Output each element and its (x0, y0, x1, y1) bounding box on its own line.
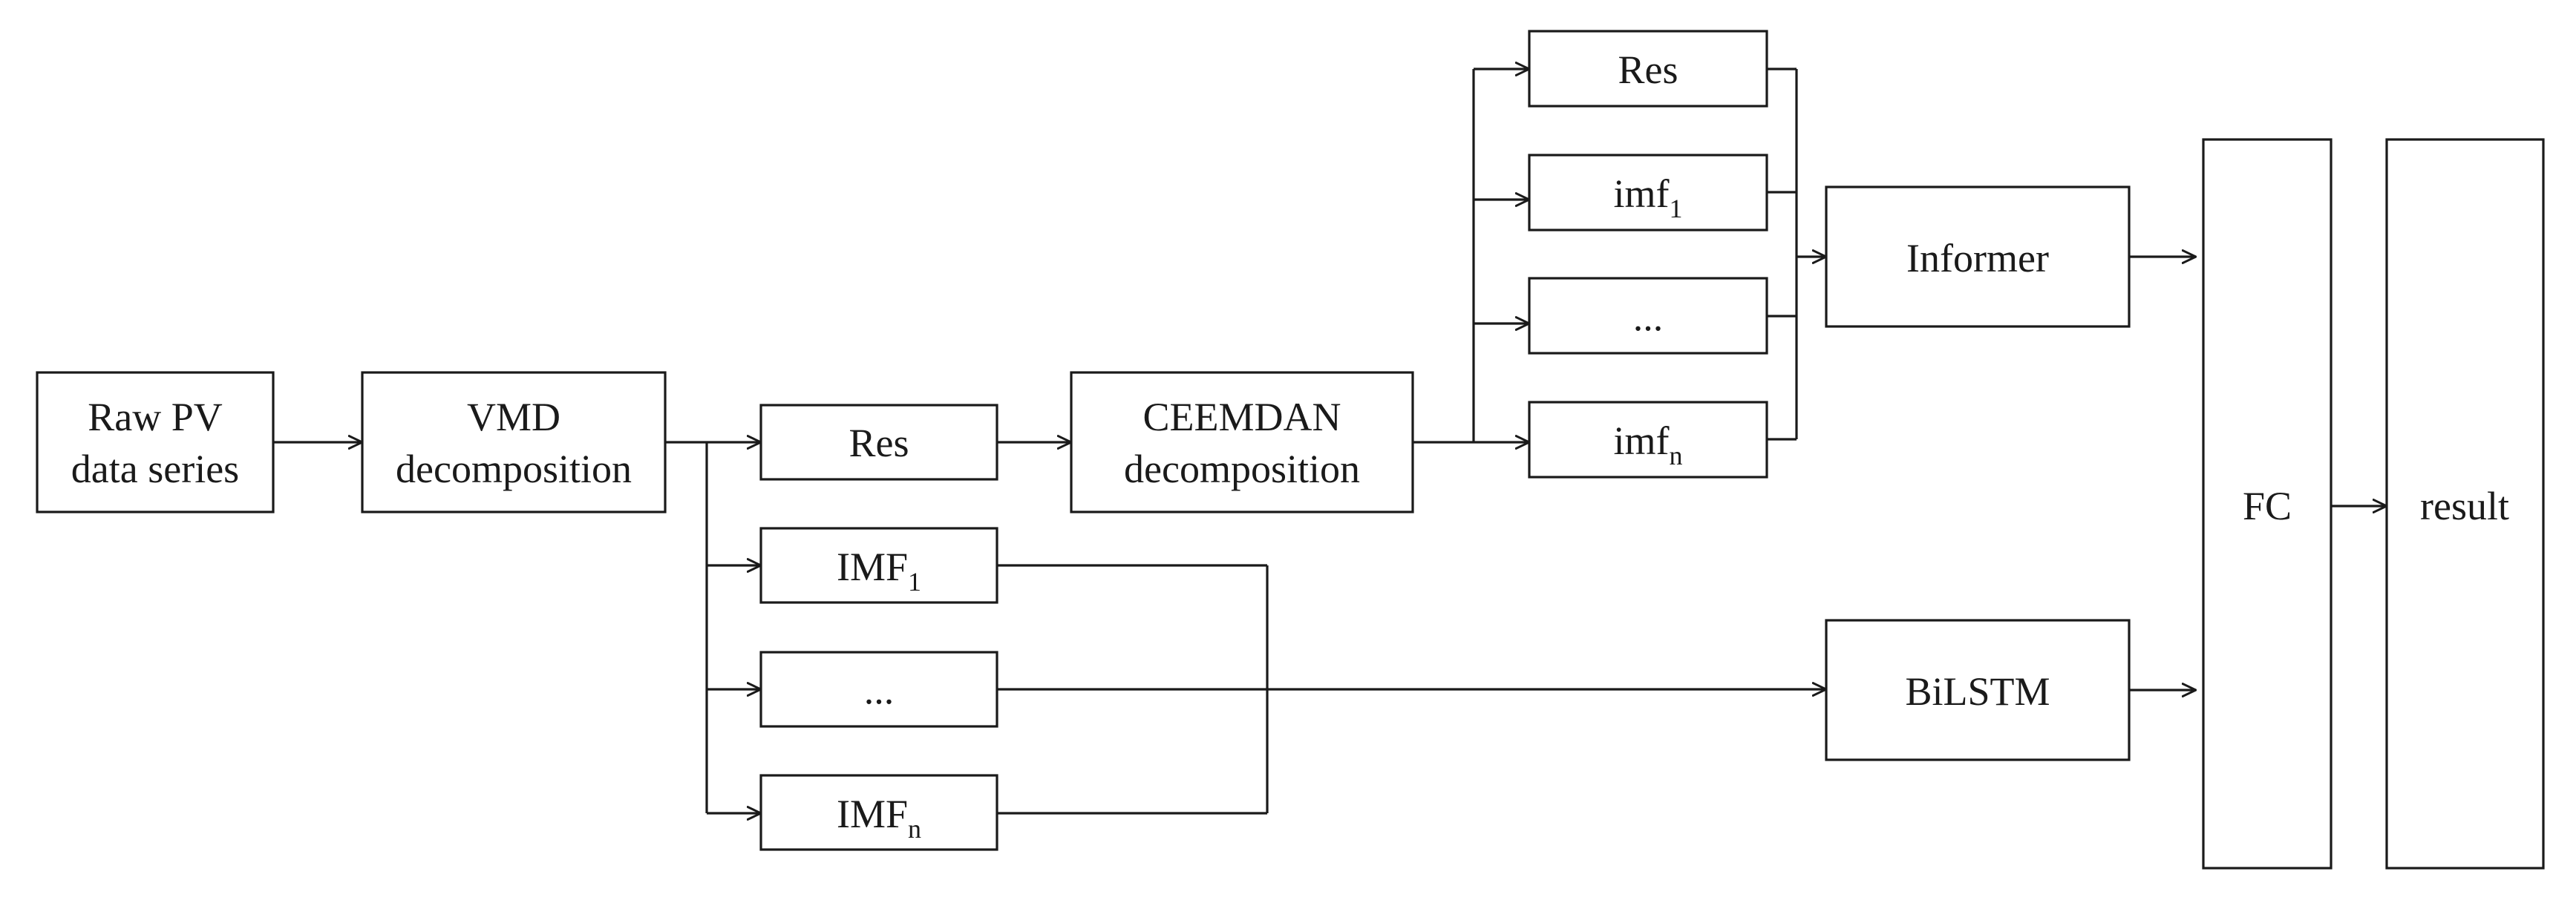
imf-1-label: IMF1 (837, 545, 921, 597)
fc-node: FC (2202, 138, 2333, 870)
ceemdan-line2: decomposition (1124, 447, 1360, 491)
ceemdan-res-box (1528, 30, 1768, 108)
imf-lower-n-node: imfn (1528, 401, 1768, 479)
imf-lower-1-text: imf (1614, 171, 1670, 216)
imf-lower-dots-box (1528, 277, 1768, 355)
imf-lower-n-box (1528, 401, 1768, 479)
imf-n-node: IMFn (759, 774, 998, 851)
imf-lower-n-subscript: n (1670, 441, 1683, 470)
bilstm-box (1825, 619, 2131, 761)
result-label: result (2420, 484, 2509, 528)
bilstm-label: BiLSTM (1905, 669, 2050, 714)
imf-n-box (759, 774, 998, 851)
imf-lower-1-node: imf1 (1528, 154, 1768, 232)
fc-label: FC (2243, 484, 2292, 528)
vmd-decomposition-node: VMD decomposition (361, 371, 667, 513)
vmd-decomposition-box (361, 371, 667, 513)
ceemdan-output-bus (1413, 69, 1475, 444)
imf-n-subscript: n (908, 814, 921, 844)
fc-box (2202, 138, 2333, 870)
result-box (2385, 138, 2545, 870)
imf-1-node: IMF1 (759, 527, 998, 604)
bilstm-node: BiLSTM (1825, 619, 2131, 761)
informer-input-bus (1767, 68, 1798, 441)
vmd-line2: decomposition (396, 447, 632, 491)
result-node: result (2385, 138, 2545, 870)
imf-1-text: IMF (837, 545, 908, 589)
imf-dots-node: ... (759, 651, 998, 728)
ceemdan-line1: CEEMDAN (1143, 395, 1341, 439)
raw-pv-line2: data series (71, 447, 239, 491)
imf-lower-1-subscript: 1 (1670, 194, 1683, 223)
vmd-res-label: Res (849, 421, 909, 465)
vmd-res-box (759, 404, 998, 481)
informer-box (1825, 185, 2131, 328)
imf-1-subscript: 1 (908, 567, 921, 597)
imf-n-label: IMFn (837, 792, 921, 844)
imf-lower-n-label: imfn (1614, 418, 1683, 470)
informer-node: Informer (1825, 185, 2131, 328)
informer-label: Informer (1906, 236, 2049, 280)
imf-dots-label: ... (864, 668, 895, 712)
ceemdan-res-label: Res (1618, 47, 1678, 92)
imf-lower-1-label: imf1 (1614, 171, 1683, 223)
imf-dots-box (759, 651, 998, 728)
vmd-line1: VMD (467, 395, 560, 439)
vmd-output-bus (665, 441, 708, 813)
imf-lower-dots-label: ... (1633, 295, 1664, 339)
raw-pv-data-node: Raw PV data series (36, 371, 275, 513)
imf-lower-n-text: imf (1614, 418, 1670, 463)
raw-pv-line1: Raw PV (88, 395, 223, 439)
ceemdan-decomposition-node: CEEMDAN decomposition (1070, 371, 1414, 513)
imf-lower-dots-node: ... (1528, 277, 1768, 355)
raw-pv-data-box (36, 371, 275, 513)
imf-n-text: IMF (837, 792, 908, 836)
ceemdan-res-node: Res (1528, 30, 1768, 108)
vmd-res-node: Res (759, 404, 998, 481)
